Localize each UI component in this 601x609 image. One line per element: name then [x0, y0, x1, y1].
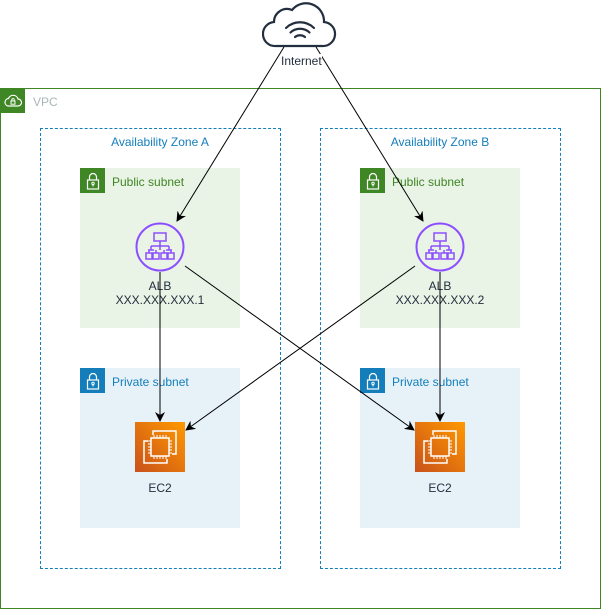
- internet-label: Internet: [281, 54, 322, 68]
- ec2-b-label: EC2: [428, 481, 452, 495]
- ec2-chip-icon: [423, 430, 457, 464]
- ec2-chip-icon: [143, 430, 177, 464]
- private-subnet-a-badge: [80, 368, 105, 393]
- edge-internet-to-alb-b: [315, 46, 424, 222]
- public-subnet-a-badge: [80, 168, 105, 193]
- vpc-label: VPC: [33, 95, 58, 109]
- lock-icon: [366, 372, 379, 390]
- internet-cloud-icon[interactable]: [262, 0, 338, 50]
- availability-zone-a: [40, 128, 281, 569]
- alb-icon-a[interactable]: [135, 222, 185, 272]
- zone-a-label: Availability Zone A: [111, 135, 209, 149]
- private-subnet-b-label: Private subnet: [392, 375, 469, 389]
- lock-icon: [366, 172, 379, 190]
- edge-alb-b-to-ec2-a: [185, 265, 416, 431]
- public-subnet-a-label: Public subnet: [112, 175, 185, 189]
- private-subnet-b-badge: [360, 368, 385, 393]
- availability-zone-b: [320, 128, 561, 569]
- public-subnet-b-label: Public subnet: [392, 175, 465, 189]
- private-subnet-a-label: Private subnet: [112, 375, 189, 389]
- lock-icon: [86, 172, 99, 190]
- public-subnet-b-badge: [360, 168, 385, 193]
- ec2-icon-b[interactable]: [415, 422, 465, 472]
- lock-icon: [86, 372, 99, 390]
- vpc-badge: [0, 88, 25, 113]
- zone-b-label: Availability Zone B: [390, 135, 490, 149]
- alb-icon-b[interactable]: [415, 222, 465, 272]
- edge-internet-to-alb-a: [176, 46, 285, 222]
- edge-alb-a-to-ec2-b: [184, 265, 415, 431]
- vpc-cloud-lock-icon: [3, 94, 22, 107]
- ec2-icon-a[interactable]: [135, 422, 185, 472]
- ec2-a-label: EC2: [148, 481, 172, 495]
